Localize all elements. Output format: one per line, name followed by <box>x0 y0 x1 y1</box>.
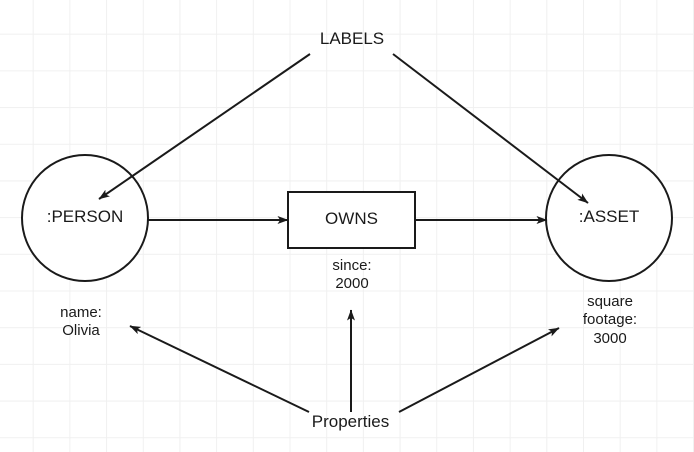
node-person-label: :PERSON <box>46 207 124 226</box>
pointer-labels-to-person[interactable] <box>98 53 311 200</box>
annotation-labels-text: LABELS <box>319 29 385 48</box>
node-asset-property: square footage: 3000 <box>582 293 638 347</box>
relationship-owns-label: OWNS <box>325 209 378 228</box>
pointer-properties-to-square-footage[interactable] <box>398 327 560 413</box>
pointer-labels-to-asset[interactable] <box>392 53 589 204</box>
relationship-owns-rect[interactable] <box>287 191 416 249</box>
annotation-properties-text: Properties <box>311 412 390 431</box>
node-person-property: name: Olivia <box>60 304 102 340</box>
pointer-properties-to-name[interactable] <box>129 325 310 413</box>
node-asset-label: :ASSET <box>578 207 640 226</box>
relationship-owns-property: since: 2000 <box>332 257 372 293</box>
